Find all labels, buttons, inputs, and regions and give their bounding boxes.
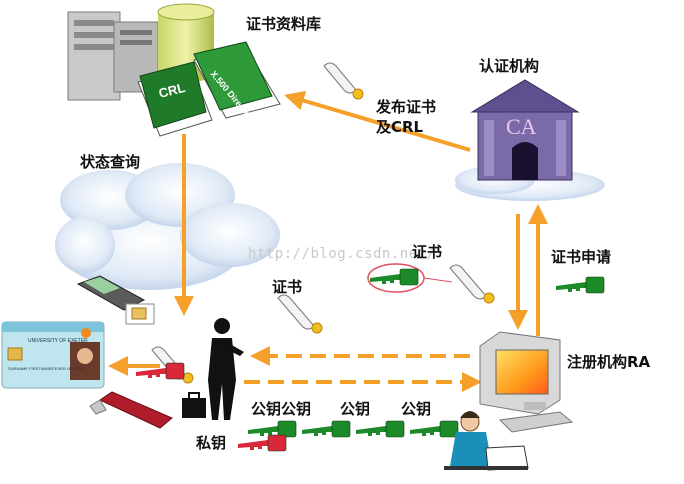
certificate-icon — [323, 62, 364, 100]
key-icon — [302, 420, 351, 438]
pubkeys-label-3: 公钥 — [401, 400, 432, 418]
operator-icon — [444, 411, 529, 471]
certificate-icon — [277, 294, 323, 334]
briefcase-icon — [182, 392, 206, 418]
ca-org-label: 认证机构 — [479, 57, 540, 75]
crl-book-icon: CRL — [137, 61, 213, 137]
id-card-university: UNIVERSITY OF EXETER — [28, 338, 88, 344]
ca-building-icon: CA — [470, 79, 580, 181]
cert-left-label: 证书 — [272, 278, 303, 296]
computer-icon — [479, 331, 574, 433]
key-icon — [370, 268, 419, 286]
businessperson-icon — [208, 318, 244, 420]
cert-request-label: 证书申请 — [551, 248, 612, 266]
key-icon — [238, 434, 287, 452]
smart-card-icon: UNIVERSITY OF EXETER SURNAME FIRSTNAMEFE… — [1, 321, 105, 389]
key-icon — [556, 276, 605, 294]
crl-book-text: CRL — [157, 80, 187, 101]
sim-card-icon — [125, 303, 155, 325]
highlight-connector — [423, 277, 453, 283]
ca-text: CA — [506, 114, 537, 139]
mobile-phone-icon — [76, 275, 146, 311]
watermark: http://blog.csdn.net/ — [248, 246, 436, 262]
cloud-icon — [55, 163, 280, 290]
publish-label-line1: 发布证书 — [376, 98, 437, 116]
key-icon — [356, 420, 405, 438]
usb-token-icon — [89, 391, 173, 429]
directory-book-icon: X.500 Directory — [193, 41, 281, 125]
cert-right-label: 证书 — [412, 243, 443, 261]
id-card-name: SURNAME FIRSTNAMEFEVER LETTERS — [8, 366, 85, 371]
arrows — [108, 90, 548, 392]
status-query-label: 状态查询 — [80, 153, 141, 171]
server-icon — [67, 11, 159, 101]
ra-label: 注册机构RA — [567, 353, 651, 371]
key-icon — [410, 420, 459, 438]
arrow-publish — [284, 90, 471, 152]
certificate-icon — [449, 264, 495, 304]
publish-label-line2: 及CRL — [376, 118, 424, 136]
private-key-label: 私钥 — [196, 434, 227, 452]
pubkeys-label-2: 公钥 — [340, 400, 371, 418]
repository-label: 证书资料库 — [246, 15, 322, 33]
pubkeys-label-1: 公钥公钥 — [251, 400, 312, 418]
key-icon — [248, 420, 297, 438]
key-icon — [136, 362, 185, 380]
keys-group — [136, 268, 605, 452]
